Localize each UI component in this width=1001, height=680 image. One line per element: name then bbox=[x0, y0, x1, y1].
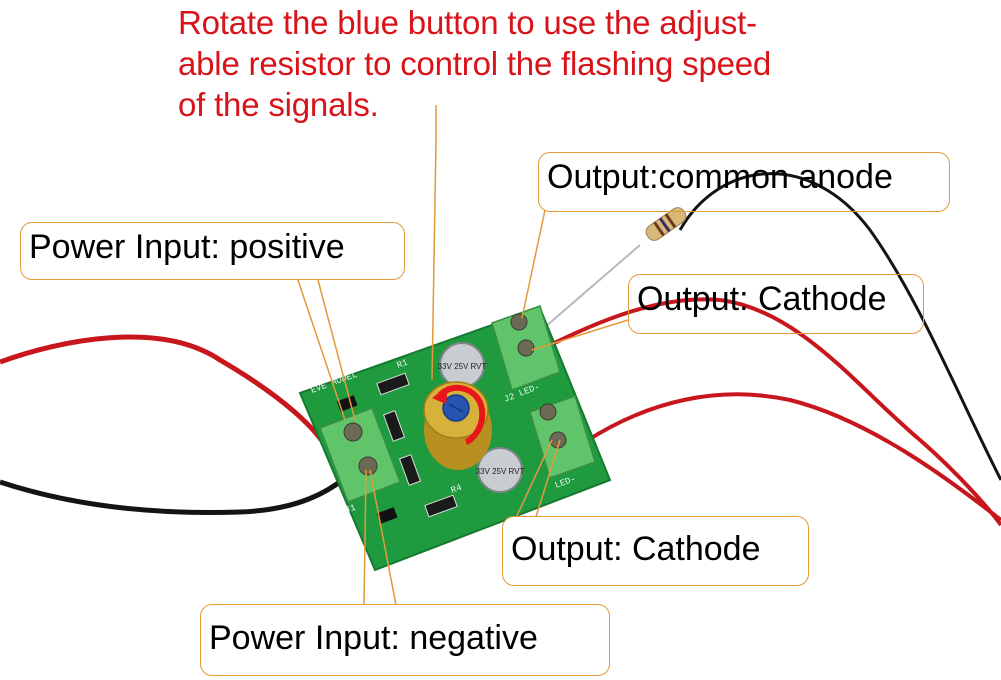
transistor-q2 bbox=[376, 507, 398, 524]
svg-text:33V 25V RVT: 33V 25V RVT bbox=[476, 467, 525, 476]
instruction-line: able resistor to control the flashing sp… bbox=[178, 45, 772, 82]
terminal-block-j1 bbox=[319, 407, 401, 503]
smd-resistor-r1 bbox=[376, 372, 410, 396]
leader-cathode-lower bbox=[514, 439, 561, 521]
callout-label: Output:common anode bbox=[547, 158, 893, 196]
callout-output-common-anode: Output:common anode bbox=[538, 152, 950, 212]
leader-lines bbox=[297, 105, 629, 606]
callout-label: Power Input: positive bbox=[29, 228, 345, 266]
instruction-line: of the signals. bbox=[178, 86, 379, 123]
capacitor-lower: 33V 25V RVT bbox=[476, 447, 525, 493]
silkscreen-j2: J2 bbox=[503, 392, 517, 405]
smd-resistor-r3 bbox=[398, 454, 422, 486]
callout-output-cathode-upper: Output: Cathode bbox=[628, 274, 924, 334]
silkscreen-j1: J1 bbox=[344, 503, 358, 516]
leader-power-positive bbox=[297, 279, 356, 421]
power-wire-black bbox=[0, 476, 347, 516]
output-wire-black bbox=[678, 172, 1001, 481]
silkscreen-r4: R4 bbox=[450, 483, 464, 496]
pcb-board: 33V 25V RVT 33V 25V RVT bbox=[298, 305, 612, 572]
leader-instruction bbox=[431, 105, 437, 381]
smd-resistor-r2 bbox=[382, 410, 406, 442]
instruction-text: Rotate the blue button to use the adjust… bbox=[178, 2, 818, 125]
led-resistor bbox=[645, 207, 687, 241]
output-wire-red-upper bbox=[539, 297, 1001, 527]
transistor-q1 bbox=[336, 395, 358, 412]
leader-cathode-upper bbox=[531, 319, 629, 351]
terminal-block-j3 bbox=[529, 395, 596, 479]
callout-power-positive: Power Input: positive bbox=[20, 222, 405, 280]
leader-common-anode bbox=[521, 209, 546, 319]
rotate-arrow-icon bbox=[437, 384, 486, 445]
callout-label: Power Input: negative bbox=[209, 619, 538, 657]
leader-power-negative bbox=[363, 469, 397, 606]
callout-output-cathode-lower: Output: Cathode bbox=[502, 516, 809, 586]
smd-resistor-r4 bbox=[424, 494, 458, 518]
callout-label: Output: Cathode bbox=[637, 280, 887, 318]
potentiometer[interactable] bbox=[423, 381, 492, 470]
silkscreen-r1: R1 bbox=[396, 358, 410, 371]
svg-text:33V 25V RVT: 33V 25V RVT bbox=[438, 362, 487, 371]
power-wire-red bbox=[0, 334, 333, 457]
callout-label: Output: Cathode bbox=[511, 530, 761, 568]
output-wire-red-lower bbox=[583, 392, 1001, 522]
instruction-line: Rotate the blue button to use the adjust… bbox=[178, 4, 757, 41]
resistor-lead bbox=[529, 244, 641, 341]
callout-power-negative: Power Input: negative bbox=[200, 604, 610, 676]
